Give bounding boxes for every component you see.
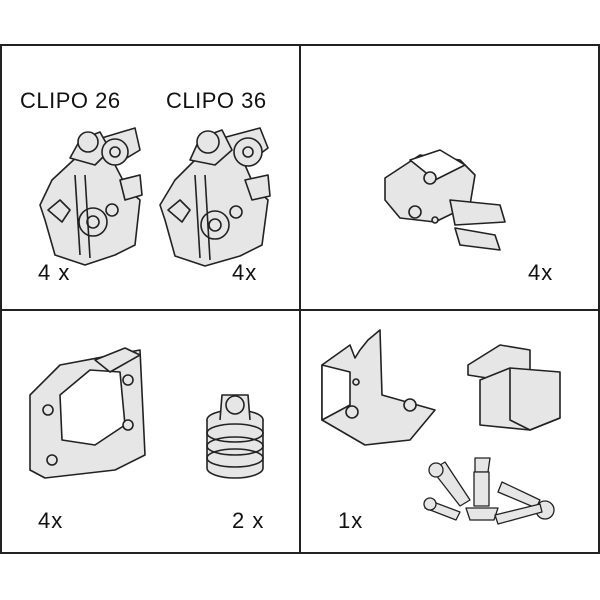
square-block-drawing (467, 344, 561, 431)
clipo-26-title: CLIPO 26 (20, 88, 121, 113)
grid-lines (0, 44, 600, 554)
clipo-36-quantity: 4x (232, 260, 258, 285)
bracket-kit-quantity: 1x (338, 508, 364, 533)
angle-bracket-drawing (321, 329, 436, 446)
clipo-36-hinge-drawing (159, 127, 271, 267)
cylinder-cap-quantity: 2 x (232, 508, 265, 533)
clipo-26-quantity: 4 x (38, 260, 71, 285)
cylinder-cap-drawing (206, 394, 264, 479)
parts-grid (0, 44, 600, 554)
mounting-clip-quantity: 4x (528, 260, 554, 285)
mounting-clip-drawing (384, 149, 506, 251)
mounting-plate-quantity: 4x (38, 508, 64, 533)
mounting-plate-drawing (29, 347, 146, 479)
clipo-36-title: CLIPO 36 (166, 88, 267, 113)
screws-drawing (423, 457, 555, 525)
clipo-26-hinge-drawing (39, 127, 143, 266)
